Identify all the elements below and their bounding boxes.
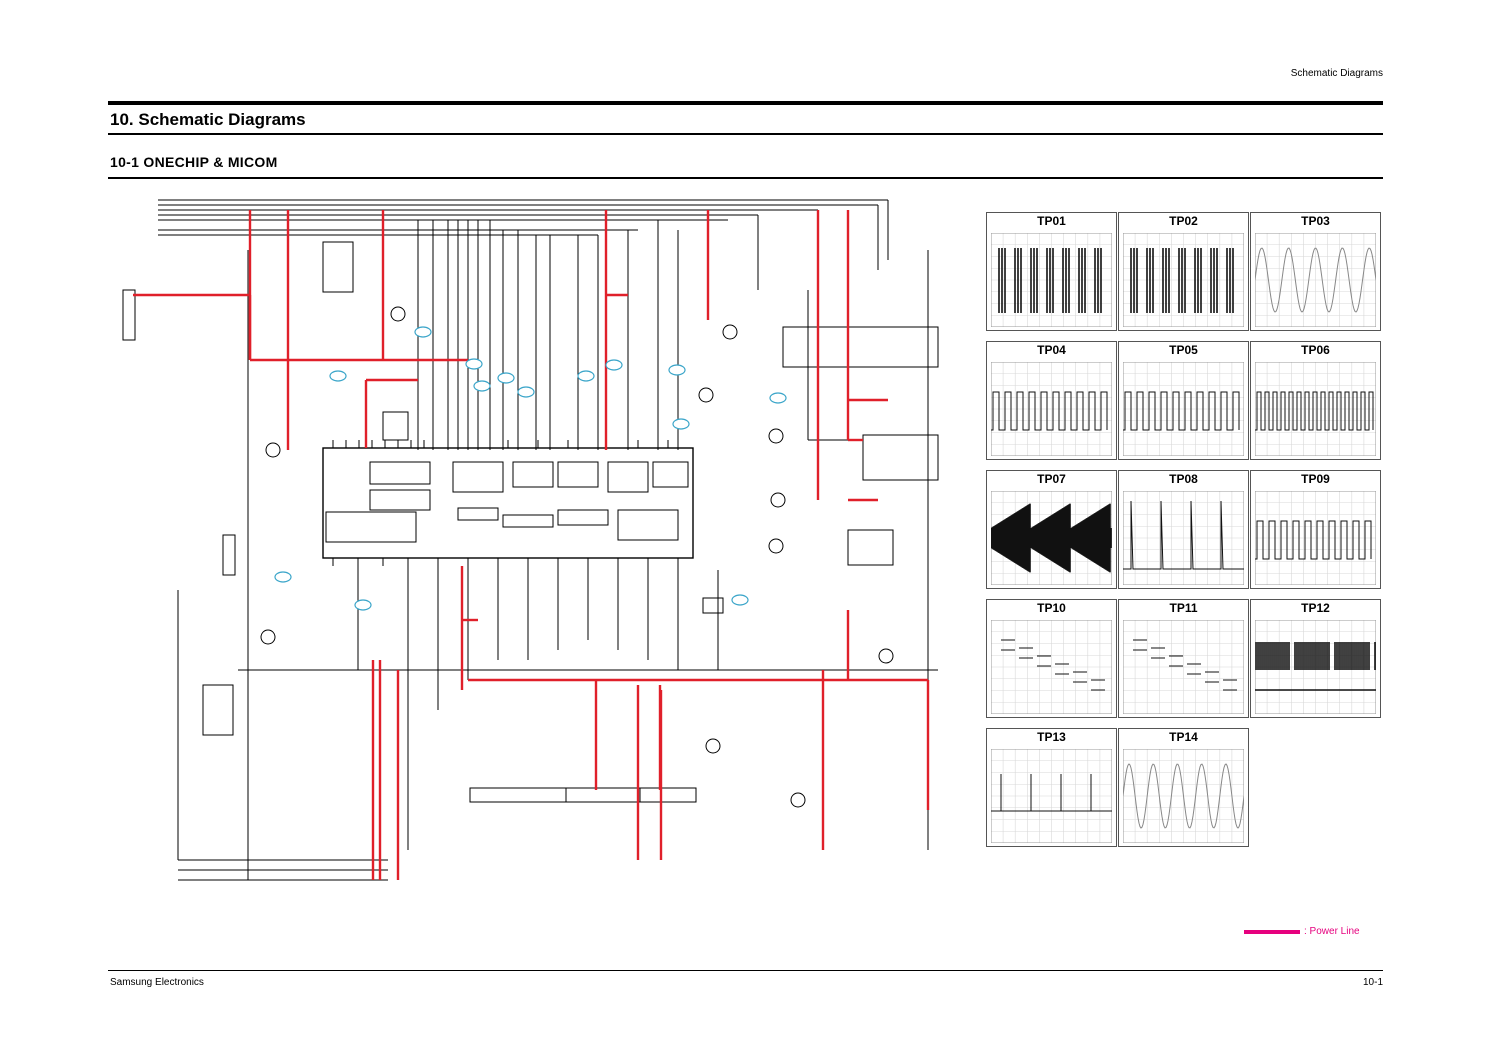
waveform-trace xyxy=(991,491,1112,585)
waveform-trace xyxy=(1255,620,1376,714)
test-point-label: TP10 xyxy=(1037,601,1066,615)
subchapter-title: 10-1 ONECHIP & MICOM xyxy=(110,154,278,170)
test-point-panel-tp04: TP04 xyxy=(986,341,1117,460)
test-point-label: TP08 xyxy=(1169,472,1198,486)
waveform-trace xyxy=(1123,233,1244,327)
waveform-trace xyxy=(991,749,1112,843)
test-point-panel-tp08: TP08 xyxy=(1118,470,1249,589)
footer-company: Samsung Electronics xyxy=(110,977,204,988)
footer-page-number: 10-1 xyxy=(1362,977,1383,988)
test-point-panel-tp09: TP09 xyxy=(1250,470,1381,589)
test-point-panel-tp14: TP14 xyxy=(1118,728,1249,847)
power-lines xyxy=(133,210,930,880)
waveform-trace xyxy=(991,362,1112,456)
test-point-panel-tp06: TP06 xyxy=(1250,341,1381,460)
chapter-rule xyxy=(108,133,1383,135)
waveform-trace xyxy=(1255,491,1376,585)
test-point-label: TP03 xyxy=(1301,214,1330,228)
waveform-trace xyxy=(991,233,1112,327)
test-point-panel-tp02: TP02 xyxy=(1118,212,1249,331)
schematic-diagram xyxy=(122,199,939,881)
test-point-panel-tp05: TP05 xyxy=(1118,341,1249,460)
test-point-panel-tp13: TP13 xyxy=(986,728,1117,847)
waveform-trace xyxy=(1123,620,1244,714)
waveform-trace xyxy=(1123,491,1244,585)
test-point-label: TP11 xyxy=(1169,601,1198,615)
subchapter-rule xyxy=(108,177,1383,179)
chapter-title: 10. Schematic Diagrams xyxy=(110,110,306,129)
test-point-label: TP09 xyxy=(1301,472,1330,486)
test-point-label: TP13 xyxy=(1037,730,1066,744)
test-point-label: TP12 xyxy=(1301,601,1330,615)
waveform-trace xyxy=(1255,233,1376,327)
test-point-label: TP05 xyxy=(1169,343,1198,357)
test-point-panel-tp07: TP07 xyxy=(986,470,1117,589)
test-point-markers xyxy=(274,326,787,611)
test-point-label: TP01 xyxy=(1037,214,1066,228)
test-point-panel-tp12: TP12 xyxy=(1250,599,1381,718)
test-point-panel-tp10: TP10 xyxy=(986,599,1117,718)
waveform-trace xyxy=(1255,362,1376,456)
test-point-label: TP07 xyxy=(1037,472,1066,486)
signal-wiring xyxy=(122,199,939,881)
test-point-label: TP06 xyxy=(1301,343,1330,357)
test-point-label: TP02 xyxy=(1169,214,1198,228)
power-line-legend: : Power Line xyxy=(1244,926,1360,937)
test-point-panel-tp03: TP03 xyxy=(1250,212,1381,331)
running-header: Schematic Diagrams xyxy=(1290,68,1383,79)
footer-rule xyxy=(108,970,1383,971)
power-line-swatch xyxy=(1244,929,1300,934)
test-point-label: TP04 xyxy=(1037,343,1066,357)
test-point-label: TP14 xyxy=(1169,730,1198,744)
header-rule xyxy=(108,101,1383,105)
waveform-trace xyxy=(1123,362,1244,456)
test-point-panel-tp11: TP11 xyxy=(1118,599,1249,718)
test-point-panel-tp01: TP01 xyxy=(986,212,1117,331)
waveform-trace xyxy=(991,620,1112,714)
power-line-label: : Power Line xyxy=(1304,926,1360,937)
waveform-trace xyxy=(1123,749,1244,843)
